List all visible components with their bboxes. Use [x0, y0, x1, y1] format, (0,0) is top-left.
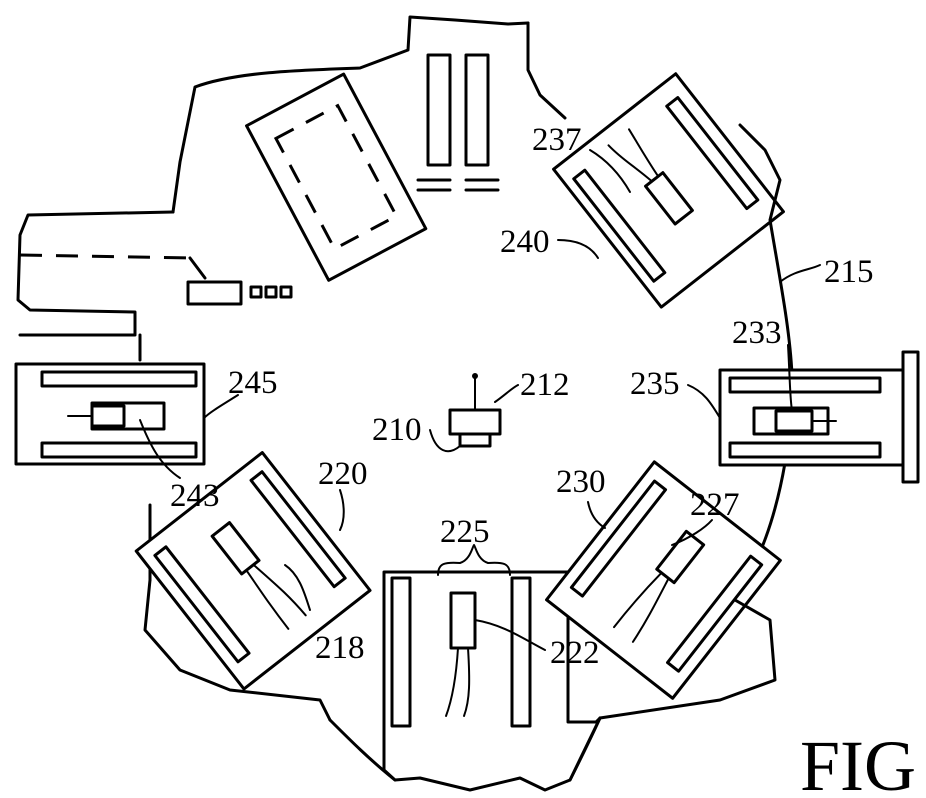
label-235: 235	[630, 366, 680, 402]
module-235-rail-top	[728, 376, 882, 394]
module-220-body	[134, 451, 372, 691]
module-225-rail-right	[510, 576, 532, 728]
label-230: 230	[556, 464, 606, 500]
module-220	[134, 451, 372, 691]
module-245-rail-top	[40, 370, 198, 388]
label-215: 215	[824, 254, 874, 290]
label-243: 243	[170, 478, 220, 514]
module-245-rail-bottom	[40, 441, 198, 459]
module-230-rail-right	[666, 554, 764, 673]
robot-antenna-tip	[472, 373, 478, 379]
robot-base	[458, 432, 492, 448]
module-230-rail-left	[569, 479, 668, 598]
module-240-jag	[738, 123, 782, 222]
module-220-head	[210, 521, 261, 576]
module-240-head	[644, 171, 694, 226]
module-225-cable-b	[463, 647, 471, 717]
leader-235	[687, 384, 721, 419]
cassette-wafer	[273, 103, 399, 251]
leader-237	[589, 149, 631, 193]
module-220-rail-left	[153, 545, 251, 664]
leader-222	[474, 619, 546, 651]
module-235-head-inner	[774, 409, 814, 433]
indicator-light-2	[264, 285, 278, 299]
module-240-rail-left	[572, 168, 667, 283]
module-225-cable-a	[445, 647, 459, 717]
module-220-jag	[143, 578, 332, 722]
module-225-body	[382, 570, 602, 792]
leader-212	[494, 384, 519, 403]
module-230-head	[655, 529, 706, 585]
module-240-rail-right	[665, 96, 760, 211]
figure-caption: FIG	[800, 726, 916, 798]
leader-240	[557, 239, 599, 259]
module-220-cable-a	[245, 569, 290, 630]
indicator-light-3	[279, 285, 293, 299]
leader-215	[779, 264, 821, 283]
leader-218	[284, 564, 311, 611]
label-210: 210	[372, 412, 422, 448]
leader-245	[203, 394, 239, 419]
leader-227	[671, 519, 713, 546]
module-240-cable-a	[607, 144, 653, 183]
load-lock-outline	[16, 210, 175, 337]
label-237: 237	[532, 122, 582, 158]
load-lock-transfer-path	[19, 253, 191, 260]
module-230-cable-a	[613, 571, 663, 629]
controller-box	[186, 280, 243, 306]
leader-220	[339, 489, 345, 531]
label-240: 240	[500, 224, 550, 260]
module-235-rail-bottom	[728, 441, 882, 459]
indicator-light-1	[249, 285, 263, 299]
top-slot-right	[464, 53, 490, 167]
cassette-module-body	[245, 72, 428, 282]
module-230-cable-b	[631, 577, 670, 643]
leader-233	[787, 344, 793, 411]
module-230-jag	[598, 598, 777, 720]
module-245-head-inner	[90, 404, 126, 428]
module-220-cable-b	[252, 563, 307, 617]
module-225-rail-left	[390, 576, 412, 728]
module-235-door	[901, 350, 920, 484]
load-lock-link	[188, 256, 207, 280]
module-220-rail-right	[249, 470, 347, 589]
module-230	[545, 460, 782, 700]
module-230-body	[545, 460, 782, 700]
chamber-arc-right-upper	[768, 218, 794, 377]
leader-210	[429, 429, 461, 453]
module-240-cable-b	[627, 128, 660, 178]
label-233: 233	[732, 315, 782, 351]
label-225: 225	[440, 514, 490, 550]
label-212: 212	[520, 367, 570, 403]
top-slot-left	[426, 53, 452, 167]
label-220: 220	[318, 456, 368, 492]
leader-243	[139, 419, 181, 479]
label-222: 222	[550, 635, 600, 671]
module-top-left-outline	[171, 15, 530, 214]
cassette-module	[245, 72, 428, 282]
chamber-arc-top	[526, 21, 567, 120]
label-245: 245	[228, 365, 278, 401]
robot-arm	[448, 408, 502, 436]
label-227: 227	[690, 487, 740, 523]
module-240	[552, 72, 785, 309]
leader-225-brace	[437, 544, 511, 576]
leader-230	[587, 501, 606, 529]
module-225-head	[449, 591, 477, 650]
leader-lines	[139, 149, 821, 651]
label-218: 218	[315, 630, 365, 666]
